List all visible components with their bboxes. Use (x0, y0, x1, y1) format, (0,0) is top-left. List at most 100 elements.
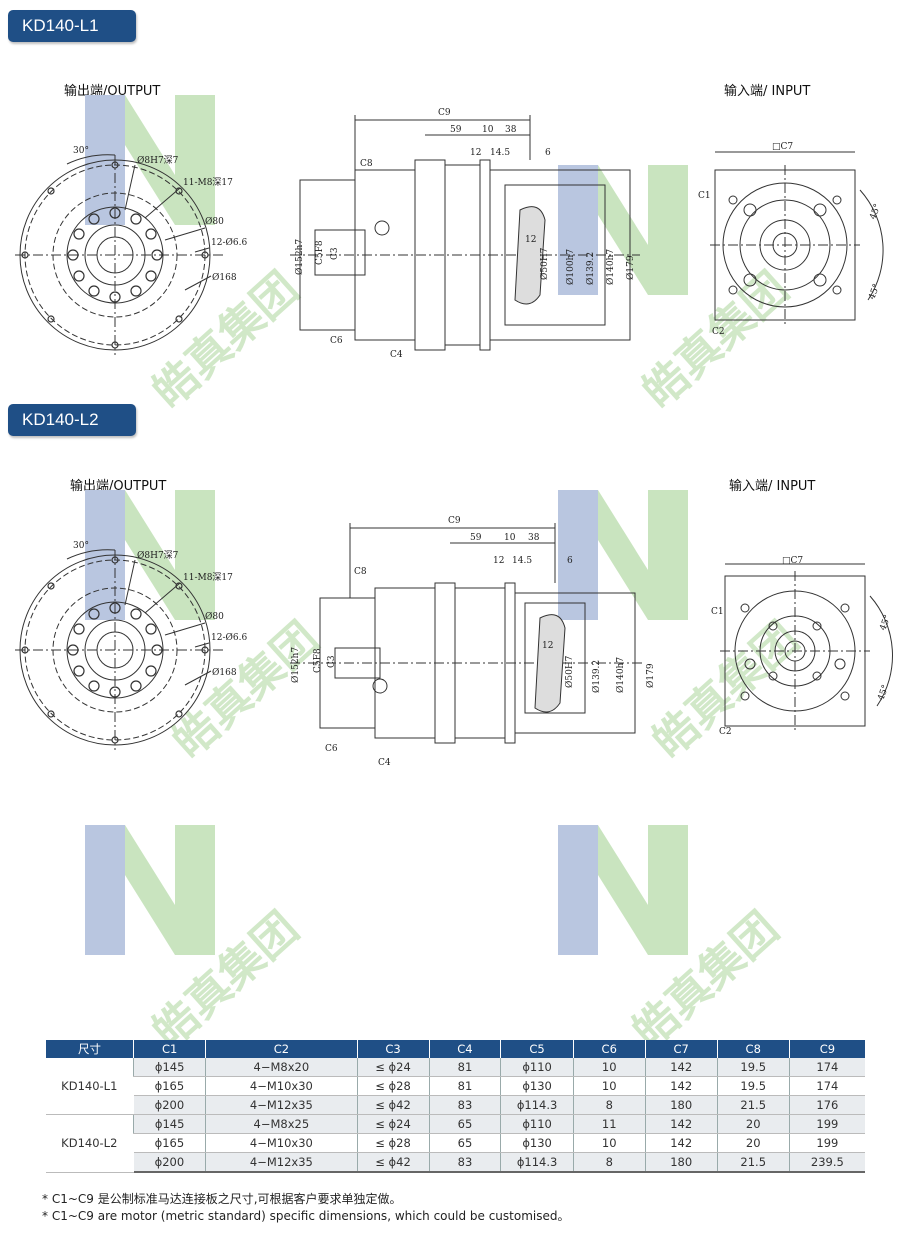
output-label-l1: 输出端/OUTPUT (64, 84, 161, 99)
dim-d179: Ø179 (645, 663, 656, 688)
table-cell: 180 (644, 1095, 718, 1115)
table-cell: 65 (428, 1133, 501, 1153)
input-label-l1: 输入端/ INPUT (724, 84, 811, 99)
table-cell: ϕ130 (500, 1133, 574, 1153)
table-cell: 142 (644, 1058, 718, 1077)
dim-6: 6 (545, 148, 551, 158)
table-cell: 19.5 (716, 1058, 790, 1077)
flange-holes (21, 161, 209, 349)
table-cell: 81 (428, 1076, 501, 1096)
table-row: ϕ165 4−M10x30 ≤ ϕ28 65 ϕ130 10 142 20 19… (46, 1133, 865, 1153)
table-cell: 4−M8x25 (205, 1114, 357, 1134)
table-cell: 83 (428, 1095, 501, 1115)
table-cell: ≤ ϕ28 (356, 1076, 430, 1096)
dim-c8: C8 (360, 159, 373, 169)
table-cell: 142 (644, 1133, 718, 1153)
table-cell: ϕ110 (500, 1058, 574, 1077)
flange-pilot: Ø8H7深7 (137, 550, 179, 561)
input-c1: C1 (711, 607, 724, 617)
input-c2: C2 (719, 727, 732, 737)
table-cell: ϕ200 (133, 1095, 206, 1115)
input-angle-a: 45° (868, 203, 883, 221)
table-header: 尺寸 (44, 1040, 134, 1058)
table-cell: 81 (428, 1058, 501, 1077)
table-cell: 4−M8x20 (205, 1058, 357, 1077)
table-cell: ϕ114.3 (500, 1095, 574, 1115)
table-cell: 83 (428, 1152, 501, 1173)
dim-c4: C4 (390, 350, 403, 360)
dimension-table: 尺寸 C1 C2 C3 C4 C5 C6 C7 C8 C9 KD140-L1 ϕ… (44, 1040, 865, 1173)
table-header: C6 (572, 1040, 646, 1058)
output-flange-drawing-l2: 30° Ø8H7深7 11-M8深17 Ø80 12-Ø6.6 Ø168 (15, 541, 247, 750)
watermark-logo-icon (85, 825, 215, 955)
table-cell: ≤ ϕ24 (356, 1114, 430, 1134)
table-row: KD140-L1 ϕ145 4−M8x20 ≤ ϕ24 81 ϕ110 10 1… (45, 1058, 865, 1115)
table-cell: 180 (644, 1152, 718, 1173)
output-flange-drawing-l1: 30° Ø8H7深7 11-M8深17 Ø80 12-Ø6.6 Ø168 (15, 146, 247, 355)
dim-c3: C3 (330, 247, 340, 260)
model-tag-l2: KD140-L2 (8, 404, 136, 436)
table-cell: 4−M10x30 (205, 1076, 357, 1096)
table-cell: 10 (572, 1133, 646, 1153)
side-view-drawing-l2: C9 59 10 38 12 14.5 6 C8 12 Ø152h7 C5F8 … (290, 516, 656, 768)
dim-59: 59 (450, 125, 462, 135)
table-cell: 239.5 (788, 1152, 865, 1173)
table-cell: 142 (644, 1114, 718, 1134)
input-angle-b: 45° (876, 684, 891, 702)
input-angle-b: 45° (867, 283, 882, 301)
flange-d80: Ø80 (205, 611, 224, 622)
flange-d80: Ø80 (205, 216, 224, 227)
table-cell: ϕ110 (500, 1114, 574, 1134)
dim-d50: Ø50H7 (539, 247, 550, 280)
table-cell: 174 (788, 1058, 865, 1077)
table-cell: 4−M12x35 (205, 1152, 357, 1173)
table-cell: ≤ ϕ24 (356, 1058, 430, 1077)
input-view-drawing-l1: □C7 C1 C2 45° 45° (698, 142, 884, 337)
table-header: C7 (644, 1040, 718, 1058)
footnote-en: * C1~C9 are motor (metric standard) spec… (42, 1209, 570, 1223)
table-header: C8 (716, 1040, 790, 1058)
dim-d50: Ø50H7 (564, 655, 575, 688)
side-view-drawing-l1: C9 59 10 38 12 14.5 6 C8 12 Ø152h7 C5F8 … (290, 108, 640, 360)
dim-c5: C5F8 (313, 648, 323, 673)
table-header: C5 (500, 1040, 574, 1058)
watermark-logo-icon (558, 825, 688, 955)
table-header-row: 尺寸 C1 C2 C3 C4 C5 C6 C7 C8 C9 (44, 1040, 865, 1058)
dim-10: 10 (482, 125, 494, 135)
dim-d100: Ø100h7 (565, 249, 576, 285)
table-header: C1 (133, 1040, 206, 1058)
input-c7: □C7 (782, 556, 803, 566)
table-header: C4 (428, 1040, 501, 1058)
flange-holes-label: 12-Ø6.6 (211, 632, 247, 643)
flange-holes-label: 12-Ø6.6 (211, 237, 247, 248)
dim-12: 12 (470, 148, 481, 158)
dim-12: 12 (493, 556, 504, 566)
table-header: C9 (788, 1040, 865, 1058)
dim-38: 38 (528, 533, 540, 543)
dim-d152: Ø152h7 (290, 647, 301, 683)
table-header: C2 (205, 1040, 357, 1058)
input-label-l2: 输入端/ INPUT (729, 479, 816, 494)
watermark-text: 皓真集团 (630, 903, 788, 1059)
flange-angle: 30° (73, 541, 89, 551)
table-cell: 199 (788, 1133, 865, 1153)
dim-d140: Ø140h7 (605, 249, 616, 285)
dim-d1392: Ø139.2 (585, 252, 596, 285)
table-cell: 8 (572, 1152, 646, 1173)
dim-d1392: Ø139.2 (591, 660, 602, 693)
table-row: KD140-L2 ϕ145 4−M8x25 ≤ ϕ24 65 ϕ110 11 1… (45, 1114, 865, 1173)
dim-c6: C6 (325, 744, 338, 754)
dim-c4: C4 (378, 758, 391, 768)
dim-38: 38 (505, 125, 517, 135)
input-c7: □C7 (772, 142, 793, 152)
watermark-text-icon: 皓真集团 (630, 903, 788, 1059)
table-cell: 10 (572, 1076, 646, 1096)
flange-tap: 11-M8深17 (183, 177, 233, 188)
watermark-text-icon: 皓真集团 (150, 903, 308, 1059)
table-cell: ≤ ϕ42 (356, 1095, 430, 1115)
dim-c8: C8 (354, 567, 367, 577)
input-angle-a: 45° (878, 614, 893, 632)
table-cell: 4−M12x35 (205, 1095, 357, 1115)
input-c2: C2 (712, 327, 725, 337)
watermark-text: 皓真集团 (150, 903, 308, 1059)
